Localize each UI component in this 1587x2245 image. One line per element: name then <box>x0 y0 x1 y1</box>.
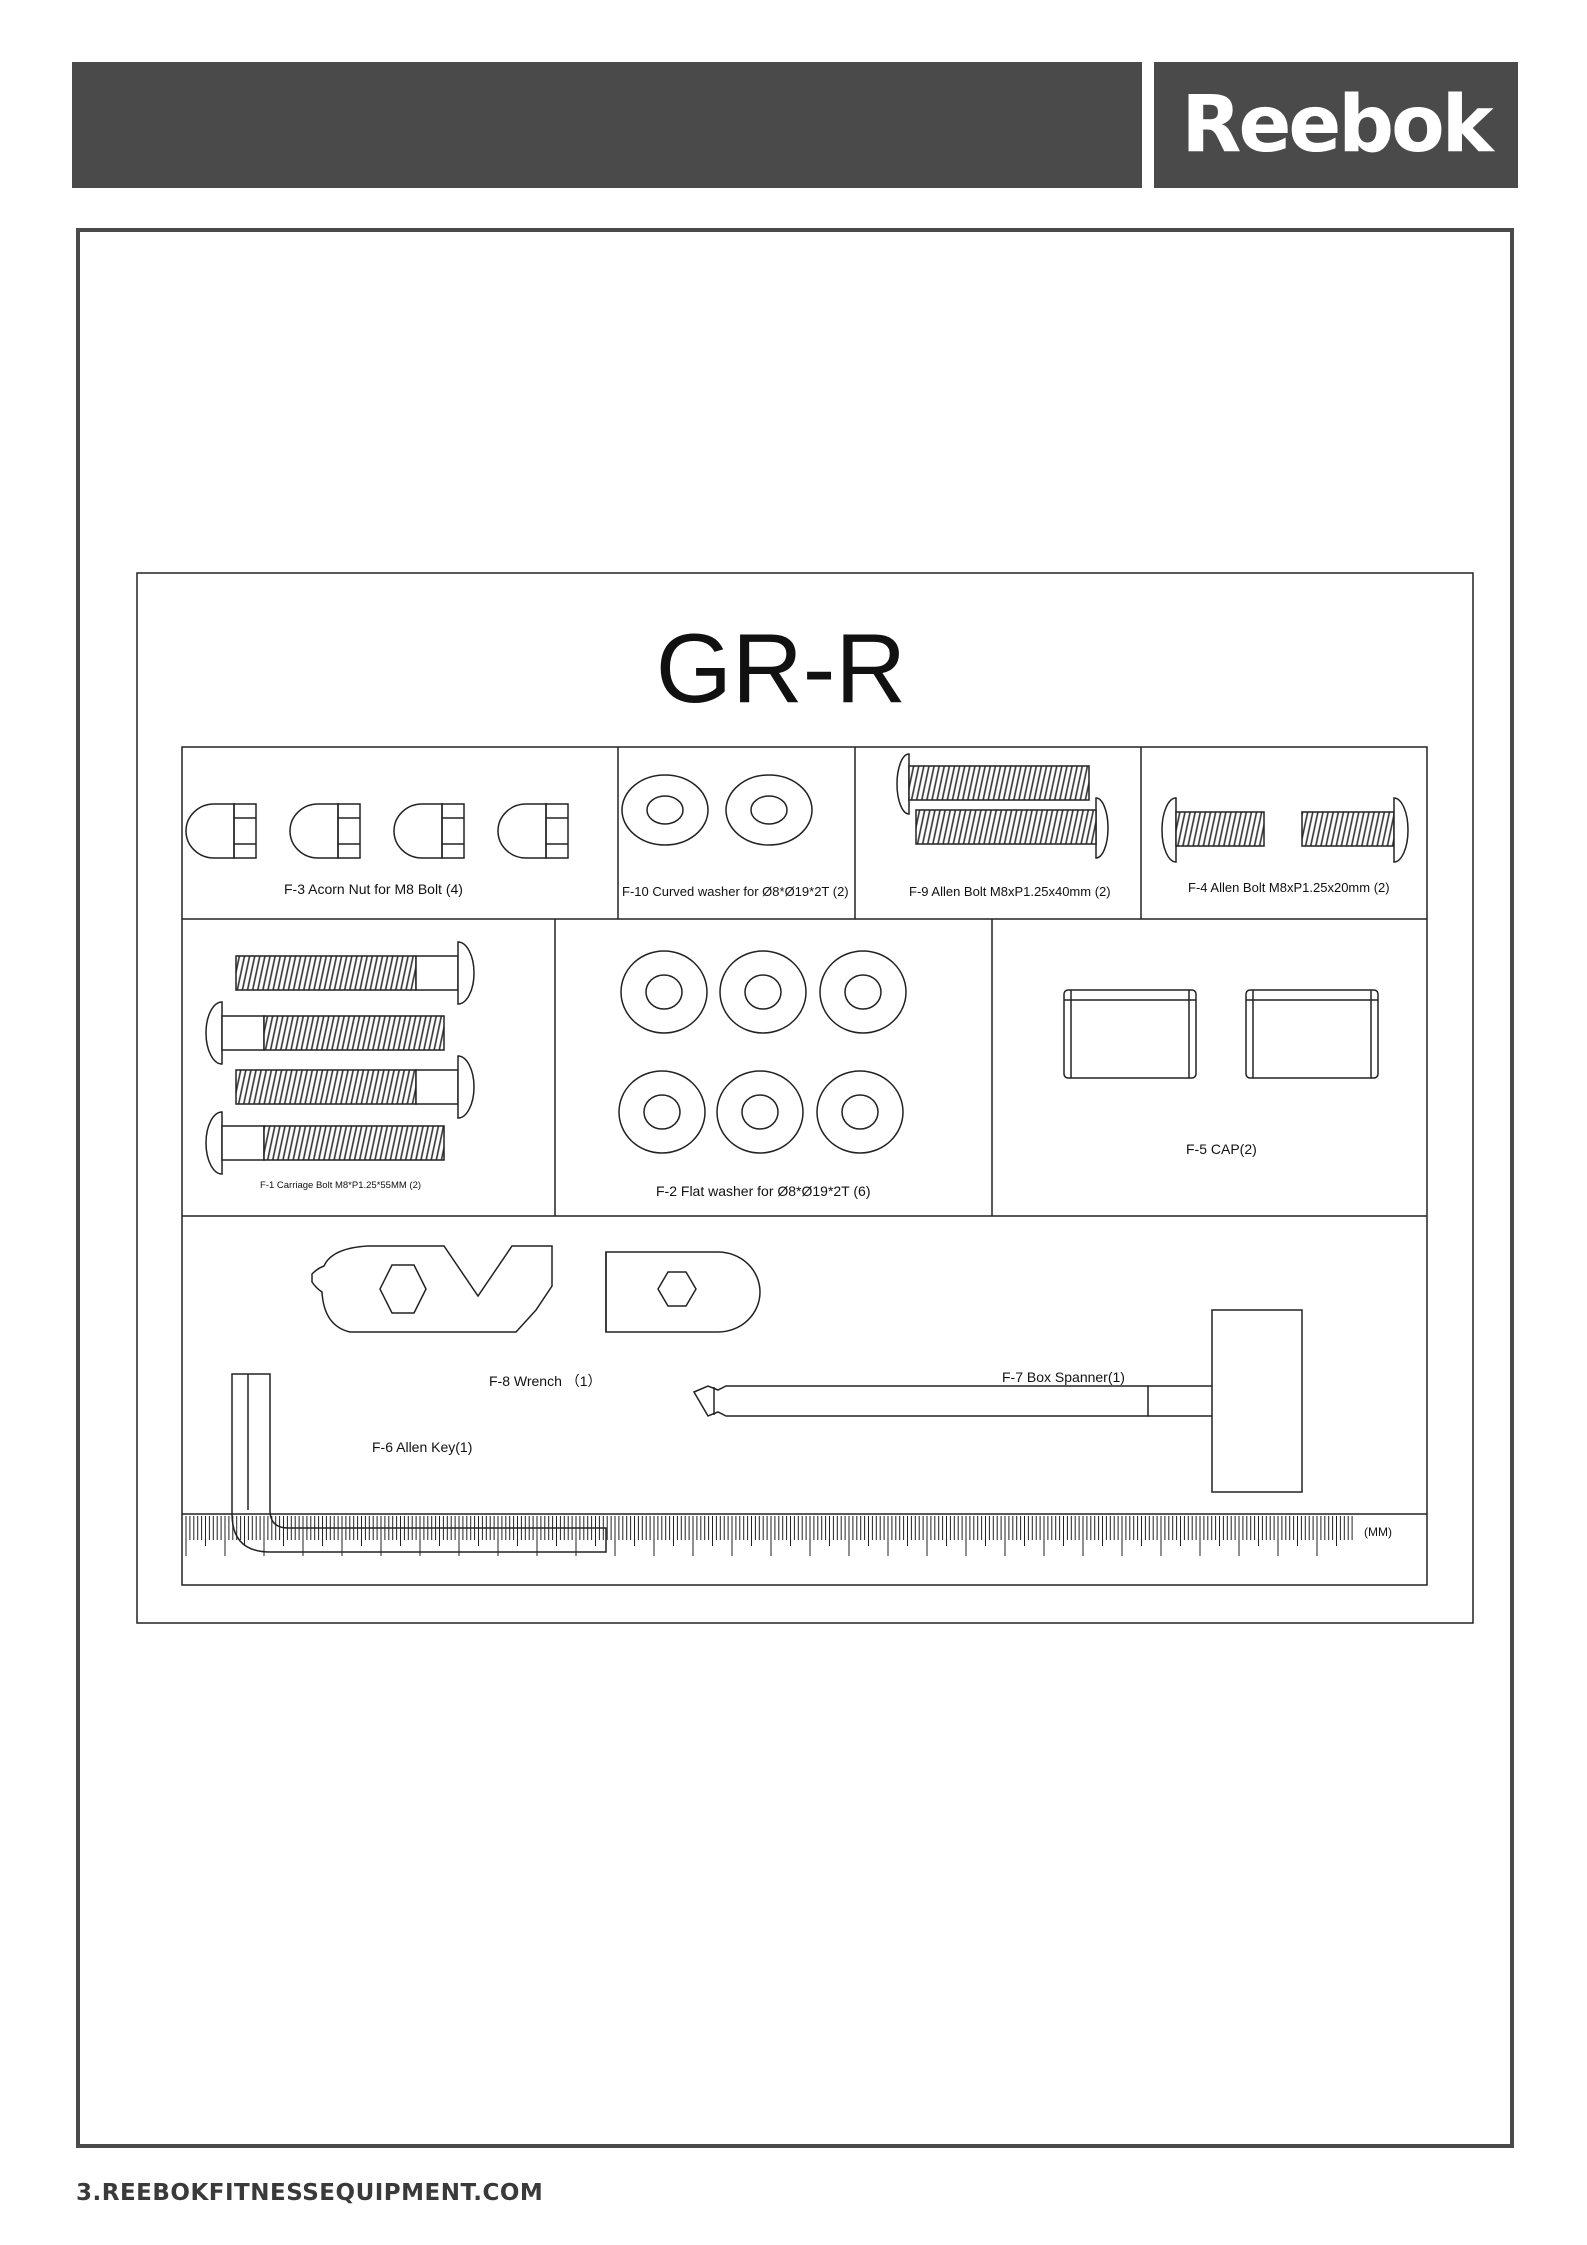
wrench-drawing <box>311 1245 761 1333</box>
acorn-nut-drawing <box>185 803 569 859</box>
part-label-f9: F-9 Allen Bolt M8xP1.25x40mm (2) <box>909 884 1111 899</box>
part-label-f3: F-3 Acorn Nut for M8 Bolt (4) <box>284 881 463 897</box>
cap-drawing <box>1063 989 1379 1079</box>
box-spanner-drawing <box>692 1309 1303 1493</box>
allen-bolt-40mm-drawing <box>896 753 1109 859</box>
header-bar <box>72 62 1142 188</box>
curved-washer-drawing <box>621 774 813 846</box>
hardware-diagram: GR-R F-3 Acorn Nut for M8 Bolt (4) F-10 … <box>136 572 1474 1624</box>
part-label-f1: F-1 Carriage Bolt M8*P1.25*55MM (2) <box>260 1180 421 1191</box>
allen-key-drawing <box>231 1373 607 1553</box>
brand-logo: Reebok <box>1154 62 1518 188</box>
part-label-f8: F-8 Wrench （1） <box>489 1373 602 1389</box>
footer-site: .REEBOKFITNESSEQUIPMENT.COM <box>92 2180 544 2206</box>
part-label-f2: F-2 Flat washer for Ø8*Ø19*2T (6) <box>656 1183 870 1199</box>
carriage-bolt-drawing <box>205 941 475 1175</box>
allen-bolt-20mm-drawing <box>1161 797 1409 863</box>
page-number: 3 <box>76 2180 93 2206</box>
part-label-f5: F-5 CAP(2) <box>1186 1141 1257 1157</box>
flat-washer-drawing <box>618 950 907 1154</box>
part-label-f7: F-7 Box Spanner(1) <box>1002 1369 1125 1385</box>
brand-logo-text: Reebok <box>1181 80 1493 170</box>
part-label-f10: F-10 Curved washer for Ø8*Ø19*2T (2) <box>622 884 849 899</box>
ruler-unit-label: (MM) <box>1364 1525 1392 1539</box>
page-frame <box>76 228 1514 2148</box>
part-label-f4: F-4 Allen Bolt M8xP1.25x20mm (2) <box>1188 880 1390 895</box>
part-label-f6: F-6 Allen Key(1) <box>372 1439 472 1455</box>
diagram-title: GR-R <box>656 613 906 723</box>
mm-ruler: (MM) <box>182 1513 1427 1556</box>
footer: 3.REEBOKFITNESSEQUIPMENT.COM <box>76 2180 543 2206</box>
